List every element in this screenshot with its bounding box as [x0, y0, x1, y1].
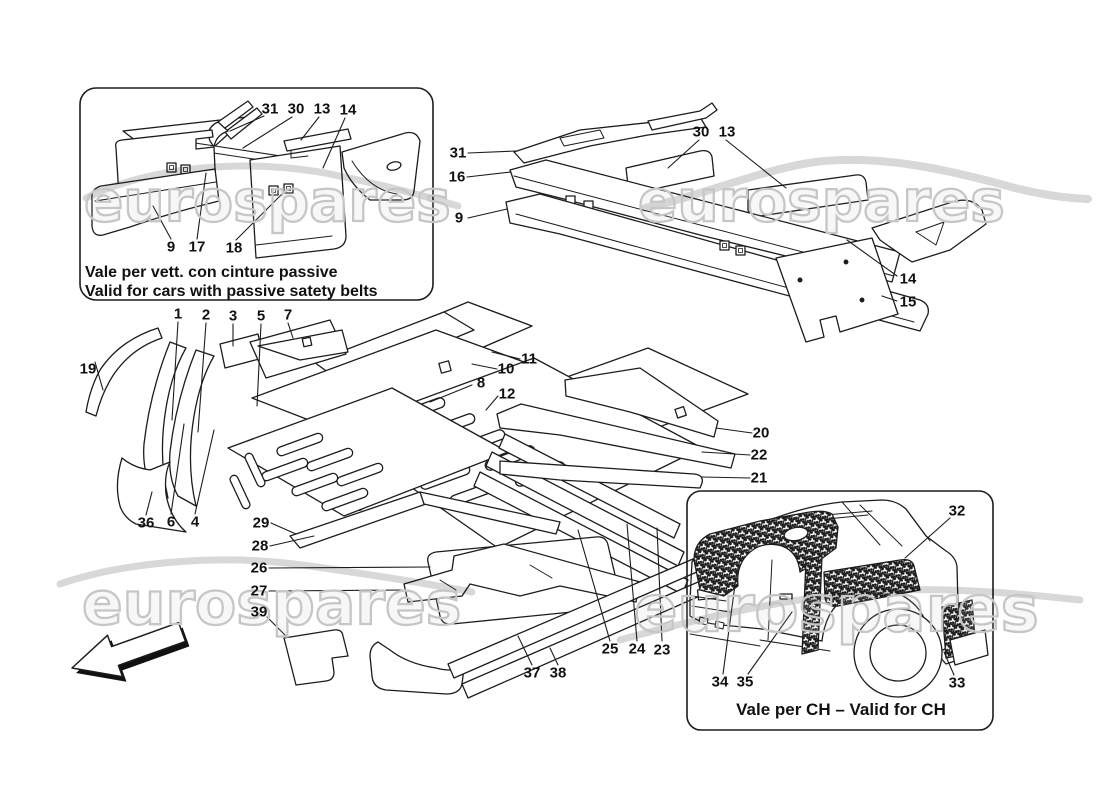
bracket-29b [419, 491, 561, 535]
part-number-26-main-exploded-view: 26 [250, 559, 268, 577]
part-number-14-assembly-top-right: 14 [899, 270, 917, 288]
direction-arrow [71, 621, 190, 682]
panel-4-slots [229, 432, 384, 512]
part-number-32-inset-ch: 32 [948, 502, 966, 520]
part-number-37-main-exploded-view: 37 [523, 664, 541, 682]
part-number-36-main-exploded-view: 36 [137, 514, 155, 532]
part-number-25-main-exploded-view: 25 [601, 640, 619, 658]
part-number-31-assembly-top-right: 31 [449, 144, 467, 162]
part-number-27-main-exploded-view: 27 [250, 582, 268, 600]
part-number-10-main-exploded-view: 10 [497, 360, 515, 378]
part-number-7-main-exploded-view: 7 [283, 306, 293, 324]
part-number-19-main-exploded-view: 19 [79, 360, 97, 378]
strip-23 [498, 433, 681, 539]
part-number-24-main-exploded-view: 24 [628, 640, 646, 658]
part-number-16-assembly-top-right: 16 [448, 168, 466, 186]
part-number-8-main-exploded-view: 8 [476, 374, 486, 392]
part-number-9-assembly-top-right: 9 [454, 209, 464, 227]
strip-20 [564, 367, 719, 438]
part-number-3-main-exploded-view: 3 [228, 307, 238, 325]
part-number-18-inset-passive-belts: 18 [225, 239, 243, 257]
part-number-2-main-exploded-view: 2 [201, 306, 211, 324]
panel-39 [283, 629, 349, 686]
part-number-1-main-exploded-view: 1 [173, 305, 183, 323]
caption-passive-italian: Vale per vett. con cinture passive [85, 264, 338, 281]
part-number-9-inset-passive-belts: 9 [166, 238, 176, 256]
part-number-30-inset-passive-belts: 30 [287, 100, 305, 118]
part-number-15-assembly-top-right: 15 [899, 293, 917, 311]
part-number-12-main-exploded-view: 12 [498, 385, 516, 403]
part-number-13-inset-passive-belts: 13 [313, 100, 331, 118]
strip-21 [499, 460, 703, 489]
part-number-11-main-exploded-view: 11 [521, 350, 537, 368]
part-number-30-assembly-top-right: 30 [692, 123, 710, 141]
part-number-17-inset-passive-belts: 17 [188, 238, 206, 256]
trim-19 [85, 327, 163, 417]
bumper-corner [369, 641, 465, 695]
part-number-4-main-exploded-view: 4 [190, 513, 200, 531]
part-number-28-main-exploded-view: 28 [251, 537, 269, 555]
part-number-29-main-exploded-view: 29 [252, 514, 270, 532]
strip-22 [496, 403, 736, 469]
part-number-38-main-exploded-view: 38 [549, 664, 567, 682]
caption-passive-english: Valid for cars with passive satety belts [85, 283, 378, 300]
part-number-14-inset-passive-belts: 14 [339, 101, 357, 119]
part-number-13-assembly-top-right: 13 [718, 123, 736, 141]
part-number-6-main-exploded-view: 6 [166, 513, 176, 531]
part-number-21-main-exploded-view: 21 [750, 469, 768, 487]
part-number-5-main-exploded-view: 5 [256, 307, 266, 325]
caption-ch: Vale per CH – Valid for CH [736, 700, 946, 719]
part-number-20-main-exploded-view: 20 [752, 424, 770, 442]
part-number-39-main-exploded-view: 39 [250, 603, 268, 621]
main-exploded-view [85, 301, 753, 699]
part-number-22-main-exploded-view: 22 [750, 446, 768, 464]
part-number-23-main-exploded-view: 23 [653, 641, 671, 659]
part-number-34-inset-ch: 34 [711, 673, 729, 691]
part-number-33-inset-ch: 33 [948, 674, 966, 692]
part-number-35-inset-ch: 35 [736, 673, 754, 691]
trim-2 [169, 349, 215, 507]
part-number-31-inset-passive-belts: 31 [261, 100, 279, 118]
